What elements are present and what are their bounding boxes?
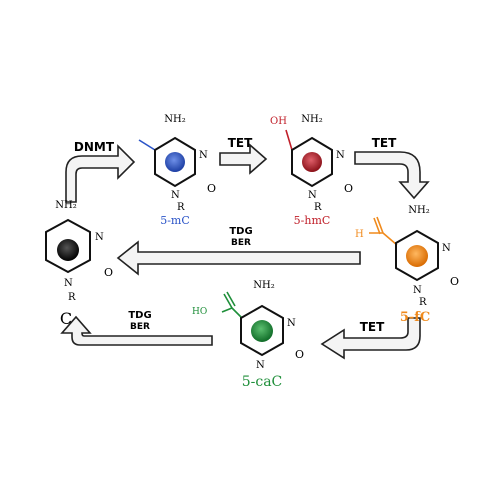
cytosine-n1-label: N bbox=[64, 278, 73, 289]
ber-label-2: BER bbox=[130, 322, 150, 332]
5hmc-oh-label: OH bbox=[270, 116, 287, 127]
5cac-core bbox=[251, 320, 273, 342]
cytosine-o-label: O bbox=[104, 266, 113, 279]
tdg-ber-arrow-2 bbox=[60, 315, 213, 346]
5mc-r-label: R bbox=[177, 202, 185, 213]
5fc-h-label: H bbox=[355, 229, 364, 240]
5mc-o-label: O bbox=[207, 182, 216, 195]
5fc-n1-label: N bbox=[413, 285, 422, 296]
5cac-molecule: HO NH₂ N N O 5-caC bbox=[192, 280, 304, 390]
5hmc-hydroxymethyl-bond bbox=[285, 129, 293, 151]
tet-label-3: TET bbox=[360, 320, 385, 334]
5cac-o-label: O bbox=[295, 348, 304, 361]
ber-label-1: BER bbox=[231, 238, 251, 248]
5hmc-n3-label: N bbox=[336, 150, 345, 161]
5hmc-o-label: O bbox=[344, 182, 353, 195]
5hmc-r-label: R bbox=[314, 202, 322, 213]
cytosine-n3-label: N bbox=[95, 232, 104, 243]
cytosine-ring bbox=[45, 218, 91, 274]
dnmt-arrow bbox=[65, 144, 136, 203]
cytosine-label: C bbox=[60, 309, 72, 328]
5hmc-core bbox=[302, 152, 322, 172]
5fc-o-label: O bbox=[450, 275, 459, 288]
5hmc-molecule: OH NH₂ N N O R 5-hmC bbox=[270, 114, 353, 227]
5fc-amine-label: NH₂ bbox=[408, 205, 429, 216]
tet-arrow-1 bbox=[219, 143, 268, 175]
5cac-n1-label: N bbox=[256, 360, 265, 371]
tet-arrow-3 bbox=[320, 317, 421, 360]
5cac-amine-label: NH₂ bbox=[253, 280, 274, 291]
5mc-methyl-bond bbox=[138, 139, 156, 151]
tet-arrow-2 bbox=[354, 151, 430, 200]
5hmc-ring bbox=[291, 136, 333, 188]
5fc-ring bbox=[395, 229, 439, 282]
5mc-n3-label: N bbox=[199, 150, 208, 161]
tdg-label-1: TDG bbox=[229, 226, 252, 237]
tdg-label-2: TDG bbox=[128, 310, 151, 321]
tet-label-1: TET bbox=[228, 136, 253, 150]
tet-label-2: TET bbox=[372, 136, 397, 150]
5fc-label: 5-fC bbox=[400, 310, 430, 325]
dnmt-label: DNMT bbox=[74, 140, 115, 154]
5hmc-n1-label: N bbox=[308, 190, 317, 201]
5mc-amine-label: NH₂ bbox=[164, 114, 185, 125]
5fc-core bbox=[406, 245, 428, 267]
5hmc-label: 5-hmC bbox=[294, 214, 331, 227]
5fc-formyl-bond bbox=[369, 216, 398, 246]
5cac-carboxyl-bond bbox=[221, 291, 243, 319]
cytosine-amine-label: NH₂ bbox=[55, 200, 76, 211]
5fc-molecule: H NH₂ N N O R 5-fC bbox=[355, 205, 459, 325]
5cac-ho-label: HO bbox=[192, 307, 207, 317]
5fc-r-label: R bbox=[419, 297, 427, 308]
5hmc-amine-label: NH₂ bbox=[301, 114, 322, 125]
5mc-n1-label: N bbox=[171, 190, 180, 201]
5cac-ring bbox=[240, 304, 284, 357]
tdg-ber-arrow-1 bbox=[116, 240, 361, 276]
cytosine-r-label: R bbox=[68, 292, 76, 303]
cytosine-core bbox=[57, 239, 79, 261]
5cac-n3-label: N bbox=[287, 318, 296, 329]
5mc-molecule: NH₂ N N O R 5-mC bbox=[138, 114, 216, 227]
5cac-label: 5-caC bbox=[242, 374, 283, 390]
5mc-core bbox=[165, 152, 185, 172]
cytosine-molecule: NH₂ N N O R C bbox=[45, 200, 113, 328]
5mc-label: 5-mC bbox=[160, 214, 190, 227]
5fc-n3-label: N bbox=[442, 243, 451, 254]
5mc-ring bbox=[154, 136, 196, 188]
